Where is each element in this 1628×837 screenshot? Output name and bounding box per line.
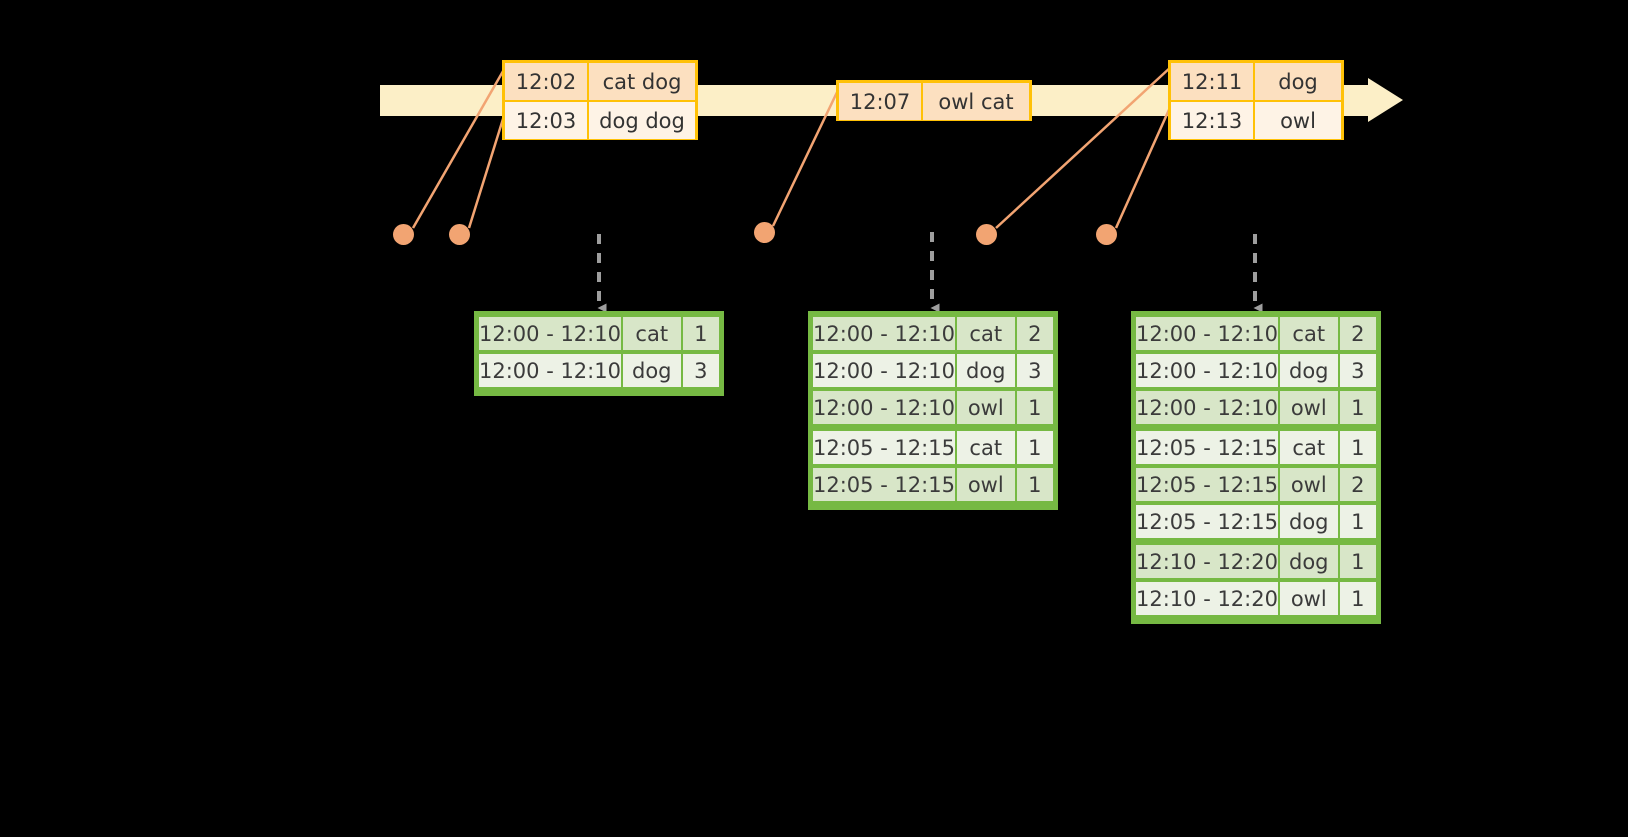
event-time: 12:11 [1171,63,1255,100]
key-cell: cat [1279,431,1338,464]
window-cell: 12:05 - 12:15 [1136,431,1278,464]
window-cell: 12:05 - 12:15 [813,468,955,501]
event-value: owl [1255,102,1341,139]
count-cell: 1 [1016,468,1053,501]
event-value: cat dog [589,63,695,100]
window-cell: 12:00 - 12:10 [479,317,621,350]
key-cell: dog [1279,505,1338,538]
count-cell: 1 [1339,391,1376,424]
window-cell: 12:00 - 12:10 [813,317,955,350]
marker-3-dot-icon [754,222,775,243]
key-cell: owl [1279,582,1338,615]
key-cell: cat [956,317,1015,350]
window-cell: 12:00 - 12:10 [1136,354,1278,387]
key-cell: dog [1279,354,1338,387]
event-time: 12:03 [505,102,589,139]
key-cell: dog [622,354,681,387]
window-cell: 12:00 - 12:10 [813,391,955,424]
count-cell: 2 [1339,468,1376,501]
window-cell: 12:00 - 12:10 [1136,317,1278,350]
marker-2-dot-icon [449,224,470,245]
key-cell: cat [622,317,681,350]
marker-5-dot-icon [1096,224,1117,245]
event-value: dog [1255,63,1341,100]
count-cell: 3 [682,354,719,387]
key-cell: cat [1279,317,1338,350]
timeline-arrow-head [1368,78,1403,122]
window-cell: 12:05 - 12:15 [813,431,955,464]
window-cell: 12:05 - 12:15 [1136,505,1278,538]
event-value: dog dog [589,102,695,139]
leader-5 [1114,102,1174,229]
count-cell: 1 [1339,545,1376,578]
marker-4-dot-icon [976,224,997,245]
event-value: owl cat [923,83,1029,120]
window-cell: 12:10 - 12:20 [1136,582,1278,615]
key-cell: owl [1279,391,1338,424]
key-cell: owl [956,468,1015,501]
count-cell: 1 [1016,391,1053,424]
window-cell: 12:05 - 12:15 [1136,468,1278,501]
key-cell: dog [1279,545,1338,578]
key-cell: dog [956,354,1015,387]
count-cell: 1 [682,317,719,350]
key-cell: owl [1279,468,1338,501]
count-cell: 1 [1339,582,1376,615]
window-cell: 12:00 - 12:10 [813,354,955,387]
window-cell: 12:00 - 12:10 [1136,391,1278,424]
marker-1-dot-icon [393,224,414,245]
count-cell: 1 [1339,431,1376,464]
event-time: 12:02 [505,63,589,100]
event-time: 12:13 [1171,102,1255,139]
event-time: 12:07 [839,83,923,120]
window-cell: 12:10 - 12:20 [1136,545,1278,578]
count-cell: 1 [1339,505,1376,538]
count-cell: 3 [1016,354,1053,387]
count-cell: 1 [1016,431,1053,464]
key-cell: owl [956,391,1015,424]
count-cell: 2 [1016,317,1053,350]
count-cell: 3 [1339,354,1376,387]
key-cell: cat [956,431,1015,464]
window-cell: 12:00 - 12:10 [479,354,621,387]
count-cell: 2 [1339,317,1376,350]
